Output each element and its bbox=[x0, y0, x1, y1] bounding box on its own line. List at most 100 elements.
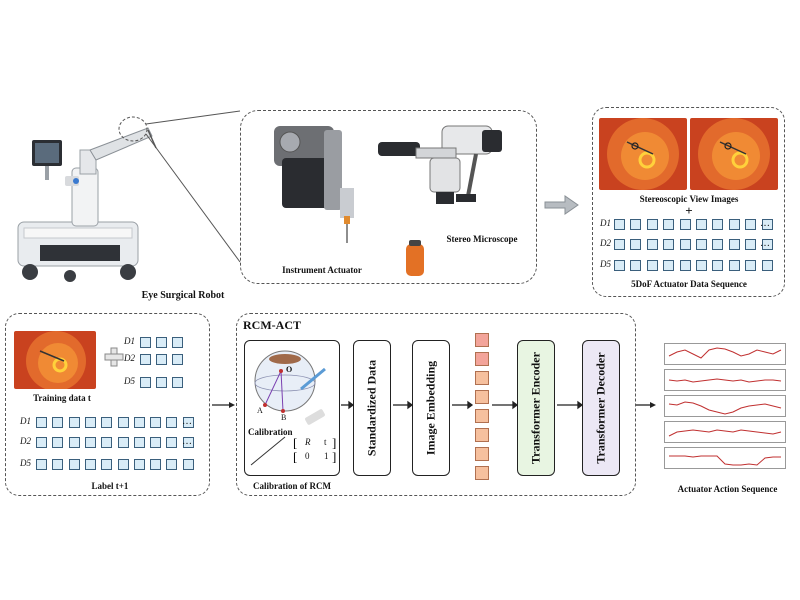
eye-surgical-robot-image bbox=[10, 110, 160, 290]
row-label: D1 bbox=[600, 218, 611, 228]
sequence-label: 5DoF Actuator Data Sequence bbox=[631, 279, 747, 289]
matrix-0: 0 bbox=[305, 451, 310, 461]
data-cell bbox=[156, 337, 167, 348]
data-cell bbox=[101, 417, 113, 428]
data-cell bbox=[646, 239, 658, 250]
calibration-word: Calibration bbox=[248, 427, 293, 437]
svg-text:[: [ bbox=[293, 449, 297, 464]
instrument-actuator-label: Instrument Actuator bbox=[282, 265, 362, 275]
data-cell bbox=[614, 239, 625, 250]
data-cell bbox=[630, 260, 642, 271]
training-image bbox=[14, 331, 96, 389]
row-label: D5 bbox=[20, 458, 31, 468]
plot-line bbox=[669, 455, 781, 466]
point-a-label: A bbox=[257, 406, 263, 415]
embedding-token bbox=[475, 447, 489, 461]
data-cell bbox=[36, 459, 47, 470]
row-label: D5 bbox=[600, 259, 611, 269]
data-cell bbox=[712, 260, 724, 271]
stereo-images-label: Stereoscopic View Images bbox=[639, 194, 739, 204]
transformer-decoder-block: Transformer Decoder bbox=[582, 340, 620, 476]
data-cell bbox=[84, 417, 96, 428]
data-cell bbox=[630, 239, 642, 250]
plus-icon bbox=[104, 347, 124, 367]
data-cell bbox=[614, 219, 625, 230]
data-cell bbox=[84, 459, 96, 470]
ellipsis: … bbox=[760, 218, 771, 229]
embedding-token bbox=[475, 428, 489, 442]
instrument-actuator-image bbox=[262, 118, 362, 248]
row-label: D5 bbox=[124, 376, 135, 386]
data-cell bbox=[172, 354, 183, 365]
data-cell bbox=[761, 239, 773, 250]
stereo-right-image bbox=[690, 118, 778, 190]
data-cell bbox=[630, 219, 642, 230]
embedding-token bbox=[475, 333, 489, 347]
stereo-data-panel bbox=[592, 107, 785, 297]
training-data-panel bbox=[5, 313, 210, 496]
data-cell bbox=[172, 337, 183, 348]
stereo-microscope-label: Stereo Microscope bbox=[446, 234, 518, 244]
svg-text:]: ] bbox=[332, 435, 336, 450]
data-cell bbox=[696, 260, 707, 271]
data-cell bbox=[712, 219, 724, 230]
data-cell bbox=[679, 239, 691, 250]
embedding-token bbox=[475, 390, 489, 404]
data-cell bbox=[117, 437, 129, 448]
data-cell bbox=[728, 239, 740, 250]
robot-label: Eye Surgical Robot bbox=[141, 290, 225, 301]
standardized-data-block: Standardized Data bbox=[353, 340, 391, 476]
rcm-act-title: RCM-ACT bbox=[243, 318, 301, 332]
data-cell bbox=[745, 260, 757, 271]
data-cell bbox=[182, 417, 194, 428]
data-cell bbox=[36, 437, 47, 448]
data-cell bbox=[52, 437, 64, 448]
ellipsis: … bbox=[182, 416, 193, 427]
data-cell bbox=[156, 377, 167, 388]
data-cell bbox=[663, 260, 675, 271]
data-cell bbox=[663, 239, 675, 250]
svg-text:[: [ bbox=[293, 435, 297, 450]
action-plot bbox=[664, 343, 786, 365]
data-cell bbox=[663, 219, 675, 230]
embedding-token bbox=[475, 466, 489, 480]
data-cell bbox=[679, 260, 691, 271]
data-cell bbox=[696, 219, 707, 230]
svg-text:]: ] bbox=[332, 449, 336, 464]
data-cell bbox=[646, 260, 658, 271]
data-cell bbox=[117, 417, 129, 428]
row-label: D1 bbox=[124, 336, 135, 346]
data-cell bbox=[150, 437, 162, 448]
orange-container-image bbox=[404, 240, 426, 278]
data-cell bbox=[133, 417, 145, 428]
rcm-act-panel bbox=[236, 313, 636, 496]
data-cell bbox=[150, 459, 162, 470]
data-cell bbox=[182, 459, 194, 470]
action-plot bbox=[664, 369, 786, 391]
matrix-r: R bbox=[305, 437, 311, 447]
data-cell bbox=[696, 239, 707, 250]
point-b-label: B bbox=[281, 413, 287, 422]
data-cell bbox=[117, 459, 129, 470]
calibration-caption: Calibration of RCM bbox=[253, 481, 331, 491]
embedding-token bbox=[475, 371, 489, 385]
plus-sign: + bbox=[685, 203, 693, 218]
data-cell bbox=[166, 417, 178, 428]
data-cell bbox=[140, 337, 151, 348]
label-t1-label: Label t+1 bbox=[91, 481, 129, 491]
action-plot bbox=[664, 395, 786, 417]
training-data-label: Training data t bbox=[33, 393, 91, 403]
data-cell bbox=[156, 354, 167, 365]
image-embedding-block: Image Embedding bbox=[412, 340, 450, 476]
data-cell bbox=[133, 437, 145, 448]
data-cell bbox=[140, 377, 151, 388]
matrix-1: 1 bbox=[324, 451, 329, 461]
ellipsis: … bbox=[182, 436, 193, 447]
data-cell bbox=[182, 437, 194, 448]
data-cell bbox=[101, 437, 113, 448]
data-cell bbox=[36, 417, 47, 428]
calibration-panel: [ ] [ ] O A B Calibration R t 0 1 bbox=[244, 340, 340, 476]
data-cell bbox=[68, 417, 80, 428]
data-cell bbox=[761, 260, 773, 271]
